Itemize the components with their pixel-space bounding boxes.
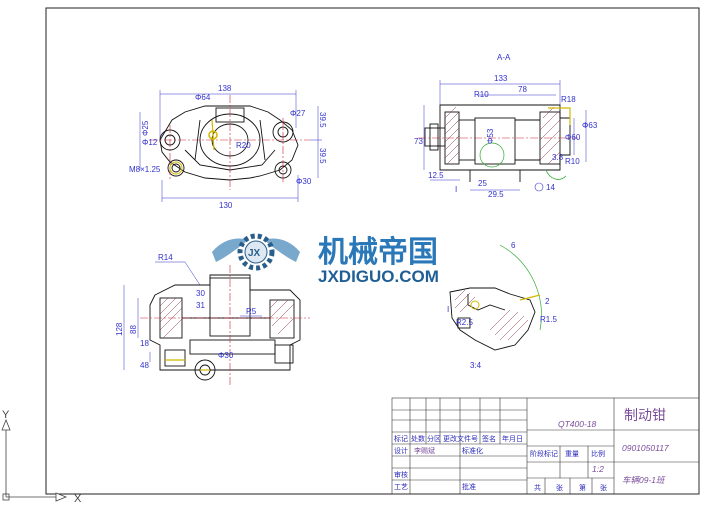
front-dim-3: Φ27	[290, 109, 306, 118]
title-block-text: 制动钳 QT400-18 0901050117 1:2 车辆09-1班 标记 处…	[394, 408, 669, 492]
material-model: QT400-18	[558, 419, 597, 429]
front-view-dimension-labels: 138 Φ64 Φ27 Φ25 Φ12 M8×1.25 Φ30 130 39.5…	[129, 84, 327, 210]
bottom-dim-1: R14	[158, 253, 173, 262]
y-axis-label: Y	[2, 409, 10, 421]
section-view	[418, 104, 578, 192]
section-dim-3: R10	[474, 90, 489, 99]
sheet-label-1: 共	[534, 483, 541, 492]
detail-dim-6: 2	[545, 297, 550, 306]
standardized-label: 标准化	[462, 446, 483, 455]
front-dim-11: R20	[236, 141, 251, 150]
drawing-number: 0901050117	[622, 443, 669, 453]
section-dim-5: 73	[414, 137, 423, 146]
section-dim-12: 25	[478, 179, 487, 188]
row-label-6: 年月日	[502, 434, 523, 443]
sheet-label-2: 张	[556, 483, 563, 492]
bottom-dim-3: 88	[129, 325, 138, 334]
designer-label: 设计	[394, 446, 408, 455]
front-dim-8: 130	[219, 201, 233, 210]
front-dim-6: M8×1.25	[129, 165, 161, 174]
section-dim-9: 12.5	[428, 171, 444, 180]
section-view-dimension-labels: 133 78 R10 R18 73 Φ53 Φ60 Φ63 12.5 3.8 R…	[414, 74, 598, 199]
front-view-dimension-lines	[139, 90, 322, 202]
process-label: 工艺	[394, 483, 408, 491]
detail-dim-3: 6	[511, 241, 516, 250]
bottom-view-dimension-lines	[123, 261, 262, 370]
review-label: 审核	[394, 470, 408, 479]
approve-label: 批准	[462, 482, 476, 491]
section-dim-1: 133	[494, 74, 508, 83]
sheet-info: 车辆09-1班	[622, 475, 666, 485]
stage-label: 阶段标记	[530, 449, 558, 458]
detail-dim-4: R2.5	[456, 318, 473, 327]
bottom-dim-6: Φ30	[218, 351, 234, 360]
detail-view-dimension-labels: I 3:4 6 R2.5 R1.5 2	[447, 241, 557, 370]
wing-right-icon	[264, 238, 300, 262]
front-view	[150, 95, 310, 190]
detail-dim-2: 3:4	[470, 361, 482, 370]
front-dim-4: Φ25	[141, 120, 150, 136]
bottom-dim-9: 30	[196, 289, 205, 298]
section-dim-6: Φ53	[486, 128, 495, 144]
part-name: 制动钳	[624, 408, 666, 424]
section-dim-7: Φ60	[565, 133, 581, 142]
row-label-1: 标记	[394, 434, 408, 443]
section-view-dimension-lines	[423, 80, 587, 191]
front-dim-5: Φ12	[142, 138, 158, 147]
bottom-dim-5: R5	[246, 307, 257, 316]
section-dim-4: R18	[561, 95, 576, 104]
scale-value: 1:2	[592, 464, 604, 474]
drawing-frame	[45, 7, 700, 495]
front-dim-2: Φ64	[195, 93, 211, 102]
bottom-view	[140, 265, 310, 385]
sheet-label-3: 第	[579, 483, 586, 492]
wing-left-icon	[212, 238, 248, 262]
watermark-english: JXDIGUO.COM	[318, 267, 439, 286]
row-label-2: 处数	[411, 434, 425, 443]
section-dim-15: 14	[546, 183, 555, 192]
watermark: JX 机械帝国 JXDIGUO.COM	[212, 233, 439, 286]
x-axis-label: X	[74, 493, 82, 505]
front-dim-9: 39.5	[318, 112, 327, 128]
front-dim-1: 138	[218, 84, 232, 93]
section-dim-11: R10	[565, 157, 580, 166]
front-dim-7: Φ30	[296, 177, 312, 186]
bottom-dim-7: 18	[140, 339, 149, 348]
scale-label: 比例	[591, 449, 605, 458]
gear-icon	[237, 233, 275, 271]
section-dim-8: Φ63	[582, 121, 598, 130]
section-dim-13: 29.5	[488, 190, 504, 199]
bottom-dim-2: 128	[115, 322, 124, 336]
section-dim-2: 78	[518, 85, 527, 94]
watermark-badge: JX	[248, 248, 261, 259]
watermark-chinese: 机械帝国	[318, 235, 438, 270]
section-dim-10: 3.8	[552, 153, 564, 162]
ucs-axes	[1, 418, 68, 502]
row-label-3: 分区	[427, 434, 441, 443]
row-label-4: 更改文件号	[443, 434, 478, 443]
bottom-dim-4: 31	[196, 301, 205, 310]
weight-label: 重量	[565, 450, 579, 458]
designer-name: 李赐斌	[414, 446, 435, 455]
detail-view	[449, 244, 542, 351]
bottom-view-dimension-labels: R14 128 88 31 R5 Φ30 18 48 30	[115, 253, 257, 370]
section-label: A-A	[497, 53, 511, 62]
front-dim-10: 39.5	[318, 148, 327, 164]
title-block	[391, 397, 700, 495]
sheet-label-4: 张	[600, 483, 607, 492]
detail-dim-1: I	[447, 305, 449, 314]
bottom-dim-8: 48	[140, 361, 149, 370]
row-label-5: 签名	[482, 434, 496, 443]
section-dim-14: I	[455, 185, 457, 194]
detail-dim-5: R1.5	[540, 315, 557, 324]
